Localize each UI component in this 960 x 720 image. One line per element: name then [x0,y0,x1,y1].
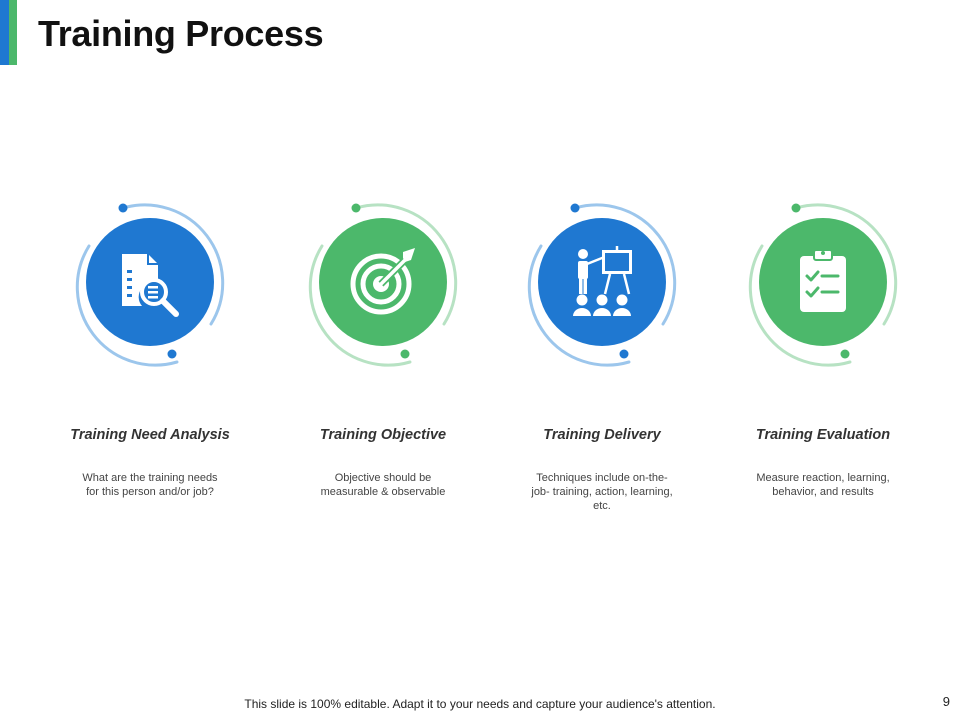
step-label: Training Objective [319,427,447,443]
document-search-icon [86,218,214,346]
step-training-delivery: Training Delivery Techniques include on-… [517,200,687,520]
clipboard-checklist-icon [759,218,887,346]
step-description: Measure reaction, learning, behavior, an… [756,472,890,498]
target-icon [319,218,447,346]
step-description: Objective should be measurable & observa… [320,472,446,498]
progress-ring [308,203,458,367]
step-label: Training Evaluation [755,427,891,443]
step-description: Techniques include on-the-job- training,… [531,472,673,512]
title-accent-bar [0,0,17,65]
step-training-evaluation: Training Evaluation Measure reaction, le… [738,200,908,520]
page-number: 9 [942,694,950,709]
step-description: What are the training needs for this per… [82,472,218,498]
accent-green [9,0,17,65]
progress-ring [75,203,225,367]
footer-note: This slide is 100% editable. Adapt it to… [244,697,716,711]
accent-blue [0,0,9,65]
step-label: Training Delivery [543,427,661,443]
page-title: Training Process [38,13,324,54]
step-training-objective: Training Objective Objective should be m… [298,200,468,520]
progress-ring [527,203,677,367]
step-label: Training Need Analysis [70,427,230,443]
presentation-icon [538,218,666,346]
progress-ring [748,203,898,367]
step-training-need-analysis: Training Need Analysis What are the trai… [65,200,235,520]
